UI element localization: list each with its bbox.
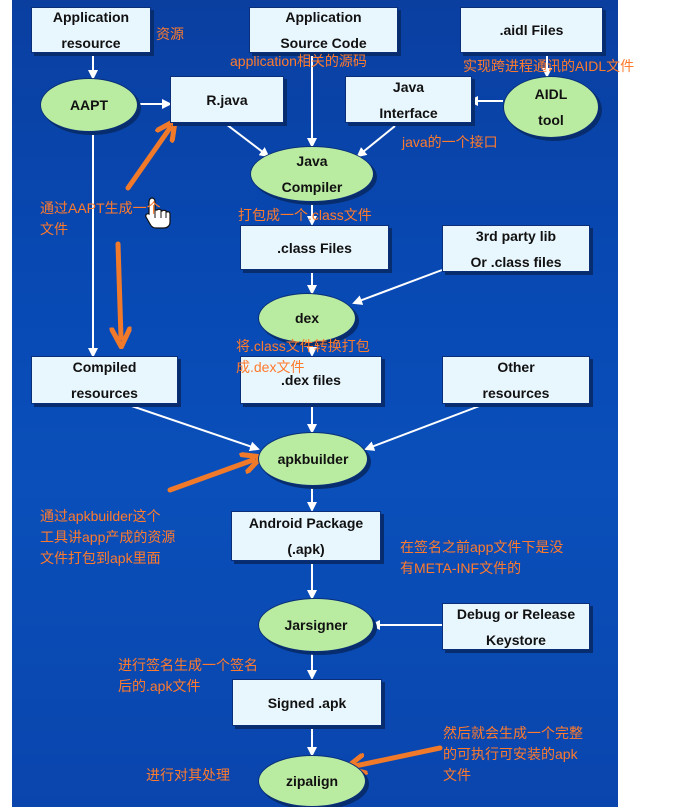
box-class-files: .class Files xyxy=(240,225,389,270)
orange-arrow-to-apkbuilder xyxy=(167,460,253,493)
box-dex-files: .dex files xyxy=(240,356,382,404)
orange-arrow-down-to-compiled xyxy=(118,241,121,338)
box-compiled-resources: Compiled resources xyxy=(31,356,178,404)
box-r-java: R.java xyxy=(170,76,284,123)
box-java-interface: Java Interface xyxy=(345,76,472,123)
note-sign: 进行签名生成一个签名 后的.apk文件 xyxy=(118,657,258,694)
node-aidl-tool: AIDL tool xyxy=(503,76,599,138)
note-meta-inf: 在签名之前app文件下是没 有META-INF文件的 xyxy=(400,539,564,576)
note-java-interface: java的一个接口 xyxy=(402,134,498,150)
arrow-interface-to-compiler xyxy=(356,125,396,158)
arrow-other-to-apkbuilder xyxy=(364,401,491,451)
note-apkbuilder: 通过apkbuilder这个 工具讲app产成的资源 文件打包到apk里面 xyxy=(40,508,176,566)
note-resource: 资源 xyxy=(156,26,184,42)
note-aapt: 通过AAPT生成一个 文件 xyxy=(40,200,161,237)
box-application-resource: Application resource xyxy=(31,7,151,53)
note-class-pack: 打包成一个.class文件 xyxy=(238,207,372,223)
hand-cursor-icon xyxy=(145,197,171,229)
right-margin xyxy=(618,0,674,807)
box-keystore: Debug or Release Keystore xyxy=(442,603,590,650)
note-dex: 将.class文件转换打包 成.dex文件 xyxy=(236,338,370,375)
note-application-source: application相关的源码 xyxy=(230,53,367,69)
box-application-source-code: Application Source Code xyxy=(249,7,398,53)
left-margin xyxy=(0,0,12,807)
note-align: 进行对其处理 xyxy=(146,767,230,783)
box-android-package: Android Package (.apk) xyxy=(231,511,381,561)
node-dex: dex xyxy=(258,293,356,343)
orange-arrow-to-zipalign xyxy=(355,745,443,766)
box-third-party-lib: 3rd party lib Or .class files xyxy=(442,225,590,272)
node-java-compiler: Java Compiler xyxy=(250,146,374,202)
box-other-resources: Other resources xyxy=(442,356,590,404)
note-final-apk: 然后就会生成一个完整 的可执行可安装的apk 文件 xyxy=(443,725,583,783)
note-aidl: 实现跨进程通讯的AIDL文件 xyxy=(463,58,635,74)
arrow-compiled-to-apkbuilder xyxy=(119,401,260,452)
box-aidl-files: .aidl Files xyxy=(460,7,603,53)
node-aapt: AAPT xyxy=(40,78,138,132)
orange-arrow-to-rjava xyxy=(125,128,170,191)
node-jarsigner: Jarsigner xyxy=(258,598,374,652)
node-apkbuilder: apkbuilder xyxy=(258,432,368,486)
box-signed-apk: Signed .apk xyxy=(232,679,382,726)
node-zipalign: zipalign xyxy=(258,755,366,807)
arrow-rjava-to-compiler xyxy=(221,120,270,158)
arrow-thirdparty-to-dex xyxy=(352,269,443,305)
